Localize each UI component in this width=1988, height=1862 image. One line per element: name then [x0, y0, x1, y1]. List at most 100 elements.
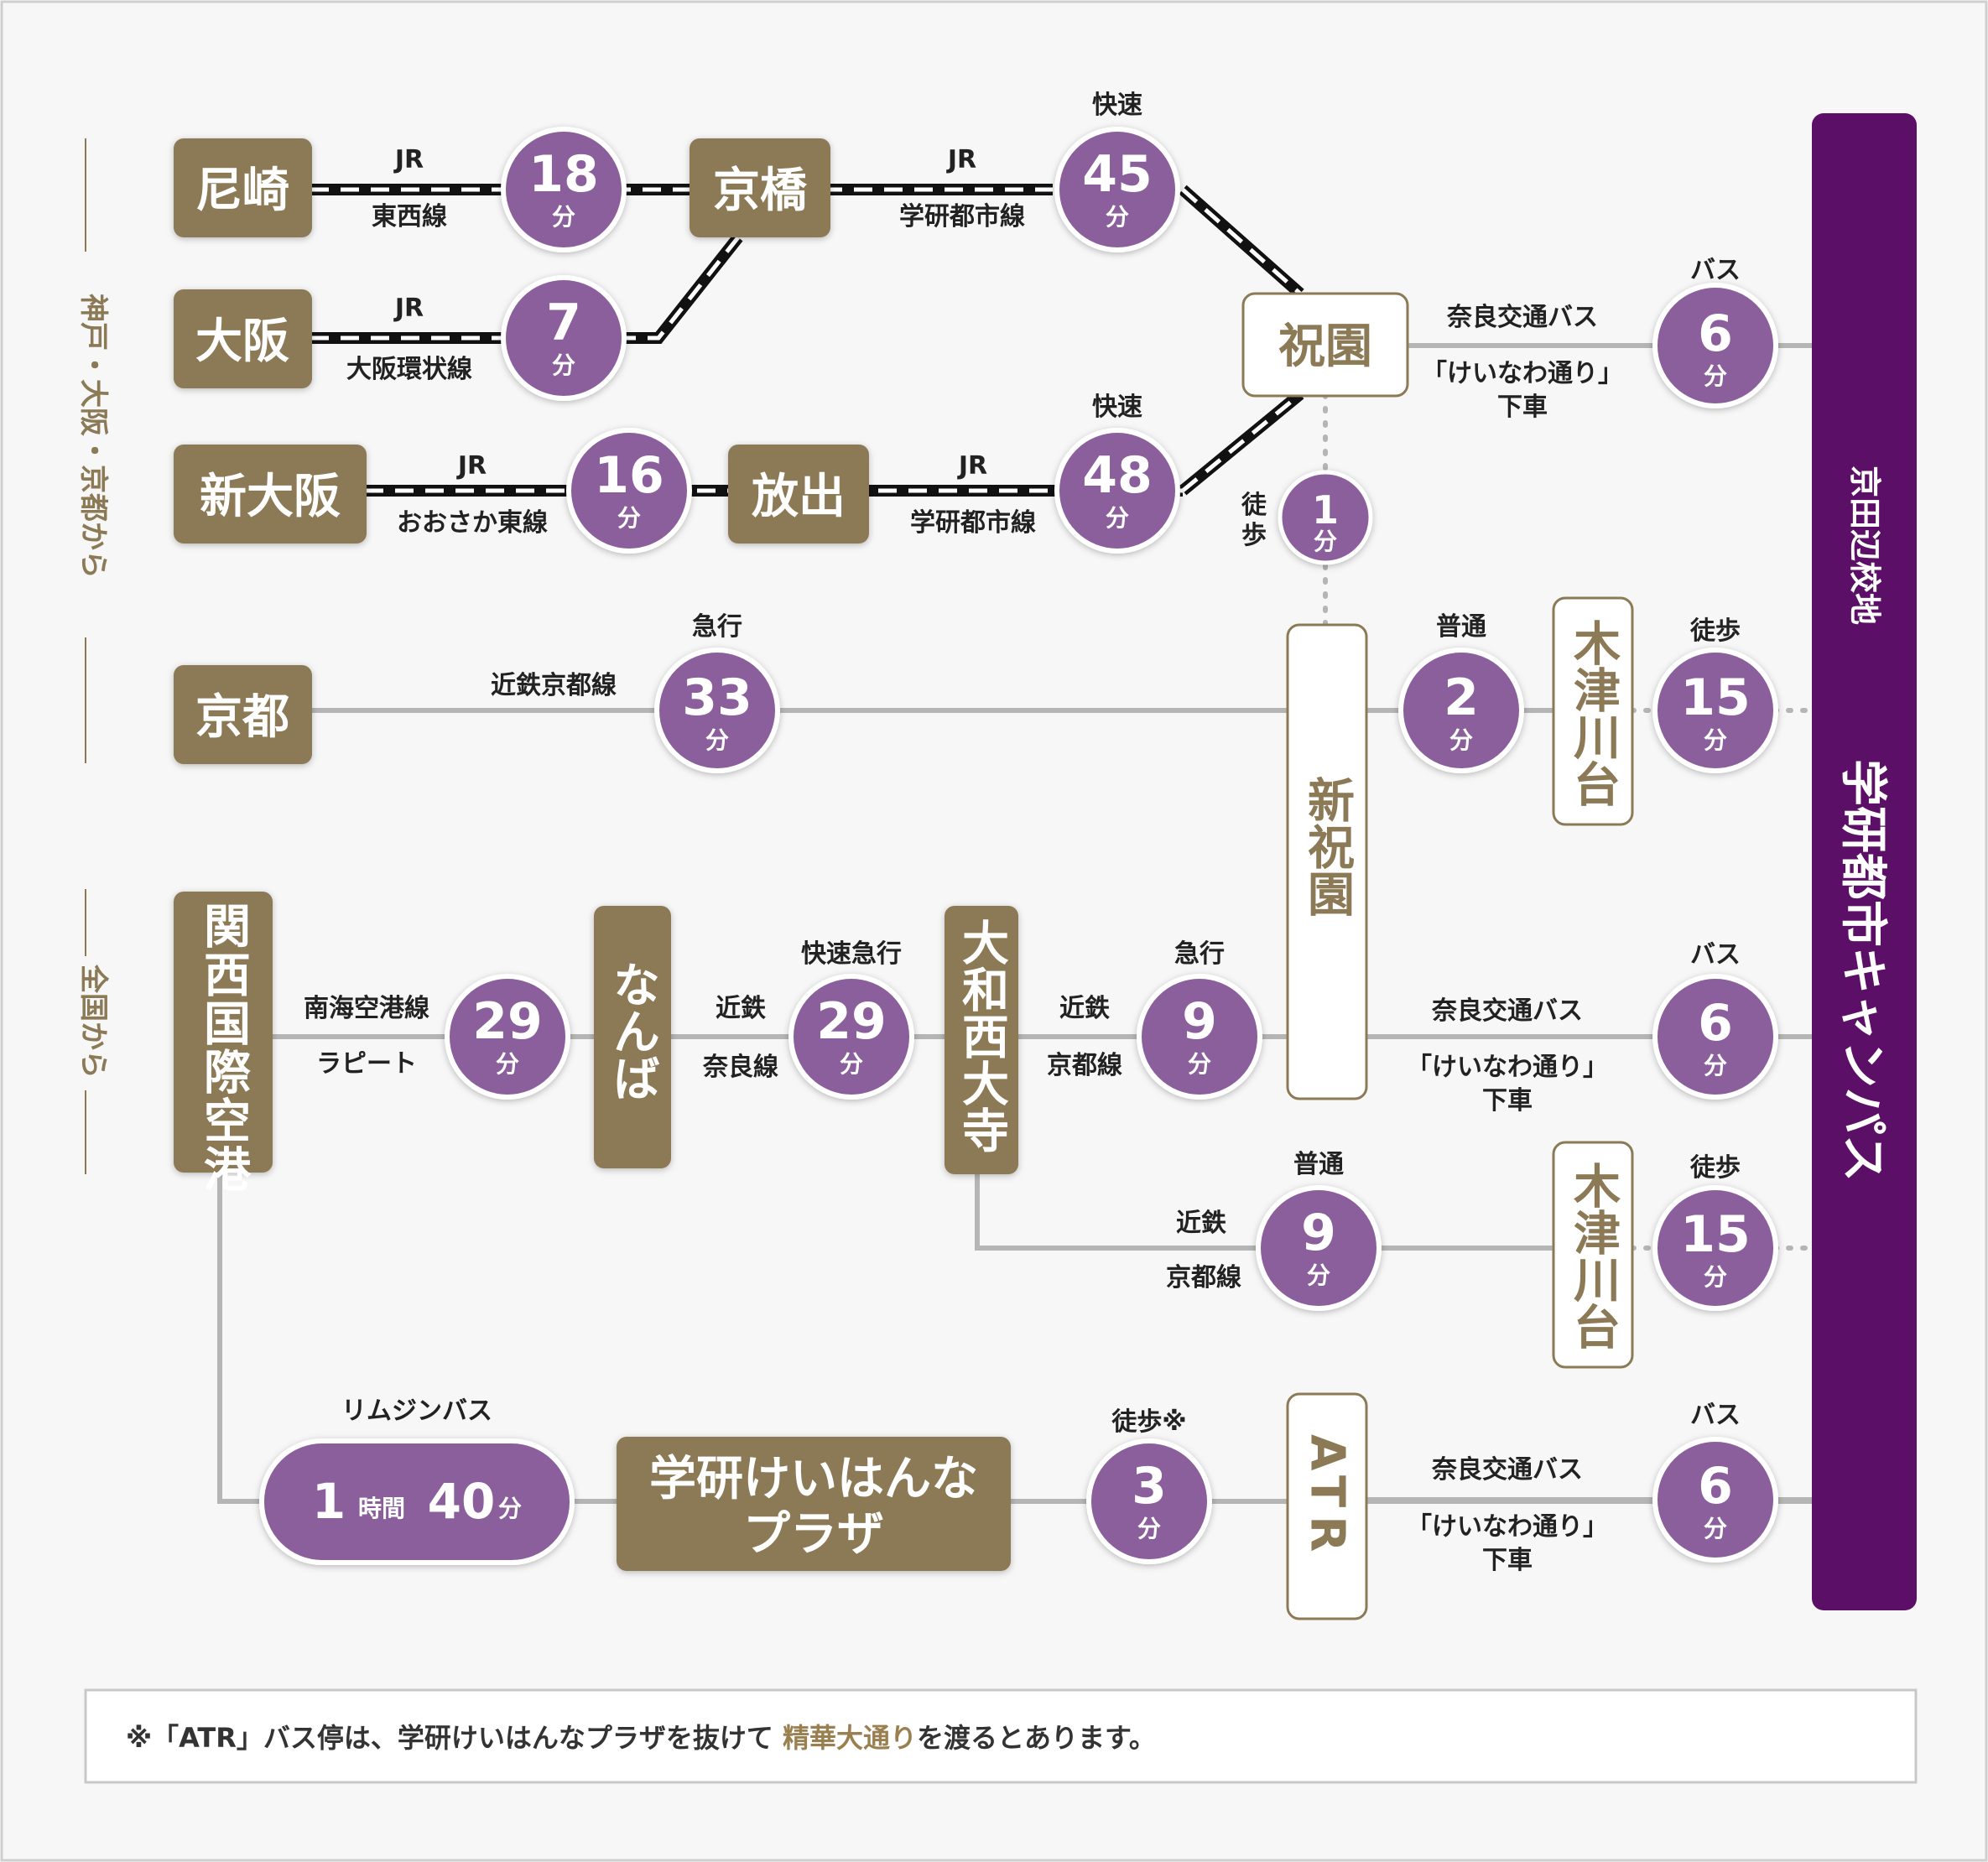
svg-text:徒: 徒: [1241, 491, 1267, 520]
svg-text:なんば: なんば: [606, 960, 660, 1101]
svg-text:48: 48: [1082, 446, 1153, 505]
svg-text:分: 分: [705, 726, 729, 754]
time-circle-9b: 9 分: [1256, 1185, 1382, 1311]
svg-text:バス: バス: [1690, 940, 1741, 970]
svg-text:奈良交通バス: 奈良交通バス: [1431, 1455, 1583, 1485]
time-circle-33: 33 分: [654, 648, 780, 773]
svg-text:40: 40: [428, 1473, 496, 1530]
time-circles: 18 分 7 分 1 6 分 45 分 48 分 1 分: [259, 127, 1778, 1565]
svg-text:分: 分: [498, 1495, 522, 1522]
airport-vertical-label: 関西国際空港: [196, 902, 251, 1194]
svg-text:分: 分: [1704, 1515, 1727, 1542]
svg-text:JR: JR: [393, 145, 424, 174]
svg-text:33: 33: [682, 668, 752, 727]
time-circle-1: 1 分: [1278, 470, 1373, 565]
station-kizugawadai-2: 木津川台: [1552, 1141, 1634, 1369]
station-amagasaki: 尼崎: [174, 138, 312, 237]
station-shin-osaka: 新大阪: [174, 445, 367, 544]
svg-text:快速: 快速: [1092, 91, 1142, 120]
svg-text:祝園: 祝園: [1278, 320, 1372, 374]
svg-text:京都: 京都: [195, 690, 289, 745]
time-circle-3: 3 分: [1086, 1438, 1212, 1564]
svg-text:9: 9: [1182, 992, 1217, 1051]
station-hosono: 祝園: [1241, 292, 1409, 398]
svg-text:下車: 下車: [1497, 393, 1548, 422]
campus-name: 学研都市キャンパス: [1835, 759, 1890, 1182]
svg-text:JR: JR: [957, 451, 987, 481]
svg-text:大阪環状線: 大阪環状線: [346, 355, 472, 384]
svg-text:分: 分: [1106, 504, 1129, 532]
svg-text:「けいなわ通り」: 「けいなわ通り」: [1407, 1512, 1608, 1542]
svg-text:徒歩: 徒歩: [1689, 1153, 1741, 1183]
svg-text:快速: 快速: [1092, 393, 1142, 422]
svg-text:分: 分: [1188, 1050, 1211, 1078]
svg-text:おおさか東線: おおさか東線: [397, 508, 548, 538]
svg-text:JR: JR: [456, 451, 487, 481]
time-circle-9a: 9 分: [1137, 974, 1262, 1100]
svg-text:15: 15: [1680, 1205, 1751, 1264]
side-label-kansai: 神戸・大阪・京都から: [76, 294, 110, 579]
svg-text:普通: 普通: [1436, 612, 1486, 642]
svg-text:「けいなわ通り」: 「けいなわ通り」: [1407, 1053, 1608, 1082]
time-circle-29b: 29 分: [788, 974, 914, 1100]
svg-text:7: 7: [546, 294, 581, 352]
svg-text:近鉄: 近鉄: [1176, 1209, 1226, 1238]
svg-text:バス: バス: [1690, 1401, 1741, 1430]
svg-text:東西線: 東西線: [372, 202, 447, 231]
svg-text:1: 1: [312, 1473, 346, 1530]
svg-text:ATR: ATR: [1300, 1434, 1355, 1560]
svg-text:6: 6: [1698, 994, 1733, 1053]
svg-text:18: 18: [528, 145, 599, 204]
svg-text:6: 6: [1698, 304, 1733, 363]
time-circle-6c: 6 分: [1652, 1437, 1778, 1563]
svg-text:分: 分: [617, 504, 641, 532]
time-circle-7: 7 分: [501, 275, 627, 401]
svg-text:バス: バス: [1690, 256, 1741, 285]
svg-text:南海空港線: 南海空港線: [304, 994, 429, 1023]
svg-text:分: 分: [1704, 362, 1727, 390]
svg-text:分: 分: [1449, 726, 1473, 754]
svg-text:JR: JR: [393, 294, 424, 323]
svg-text:分: 分: [1307, 1261, 1330, 1289]
svg-text:京都線: 京都線: [1166, 1263, 1241, 1292]
svg-text:普通: 普通: [1293, 1150, 1344, 1179]
time-circle-6b: 6 分: [1652, 974, 1778, 1100]
svg-text:急行: 急行: [1174, 939, 1225, 969]
station-kyobashi: 京橋: [690, 138, 830, 237]
svg-text:分: 分: [1704, 1052, 1727, 1079]
svg-text:下車: 下車: [1482, 1086, 1533, 1116]
jr-lines: [310, 184, 1304, 497]
svg-text:「けいなわ通り」: 「けいなわ通り」: [1422, 359, 1623, 388]
svg-text:近鉄京都線: 近鉄京都線: [491, 671, 617, 700]
svg-text:ラピート: ラピート: [316, 1049, 417, 1079]
svg-text:15: 15: [1680, 668, 1751, 727]
svg-text:時間: 時間: [358, 1495, 405, 1522]
side-label-national: 全国から: [76, 964, 110, 1079]
svg-text:分: 分: [552, 203, 575, 231]
station-atr: ATR: [1286, 1392, 1368, 1620]
svg-text:奈良線: 奈良線: [702, 1053, 778, 1082]
time-circle-48: 48 分: [1054, 428, 1180, 554]
station-gakken-plaza: 学研けいはんな プラザ: [617, 1437, 1011, 1571]
station-yamato-saidaiji: 大和西大寺: [945, 906, 1018, 1174]
svg-text:放出: 放出: [752, 470, 846, 524]
svg-text:分: 分: [1106, 203, 1129, 231]
svg-text:2: 2: [1444, 668, 1479, 727]
footnote-text: ※「ATR」バス停は、学研けいはんなプラザを抜けて 精華大通りを渡るとあります。: [126, 1722, 1156, 1754]
svg-text:45: 45: [1082, 145, 1153, 204]
svg-text:徒歩※: 徒歩※: [1111, 1407, 1186, 1437]
svg-text:京橋: 京橋: [713, 164, 808, 218]
station-osaka: 大阪: [174, 289, 312, 388]
svg-text:分: 分: [496, 1050, 519, 1078]
svg-text:分: 分: [1314, 528, 1337, 555]
svg-text:1: 1: [1312, 487, 1339, 533]
svg-text:学研けいはんな: 学研けいはんな: [649, 1452, 978, 1506]
station-kyoto: 京都: [174, 665, 312, 764]
svg-text:分: 分: [1704, 726, 1727, 754]
svg-text:奈良交通バス: 奈良交通バス: [1431, 996, 1583, 1026]
svg-text:新祝園: 新祝園: [1300, 776, 1355, 917]
svg-text:新大阪: 新大阪: [200, 470, 341, 524]
station-namba: なんば: [594, 906, 671, 1168]
time-pill-limousine: 1 時間 40 分: [259, 1438, 575, 1565]
